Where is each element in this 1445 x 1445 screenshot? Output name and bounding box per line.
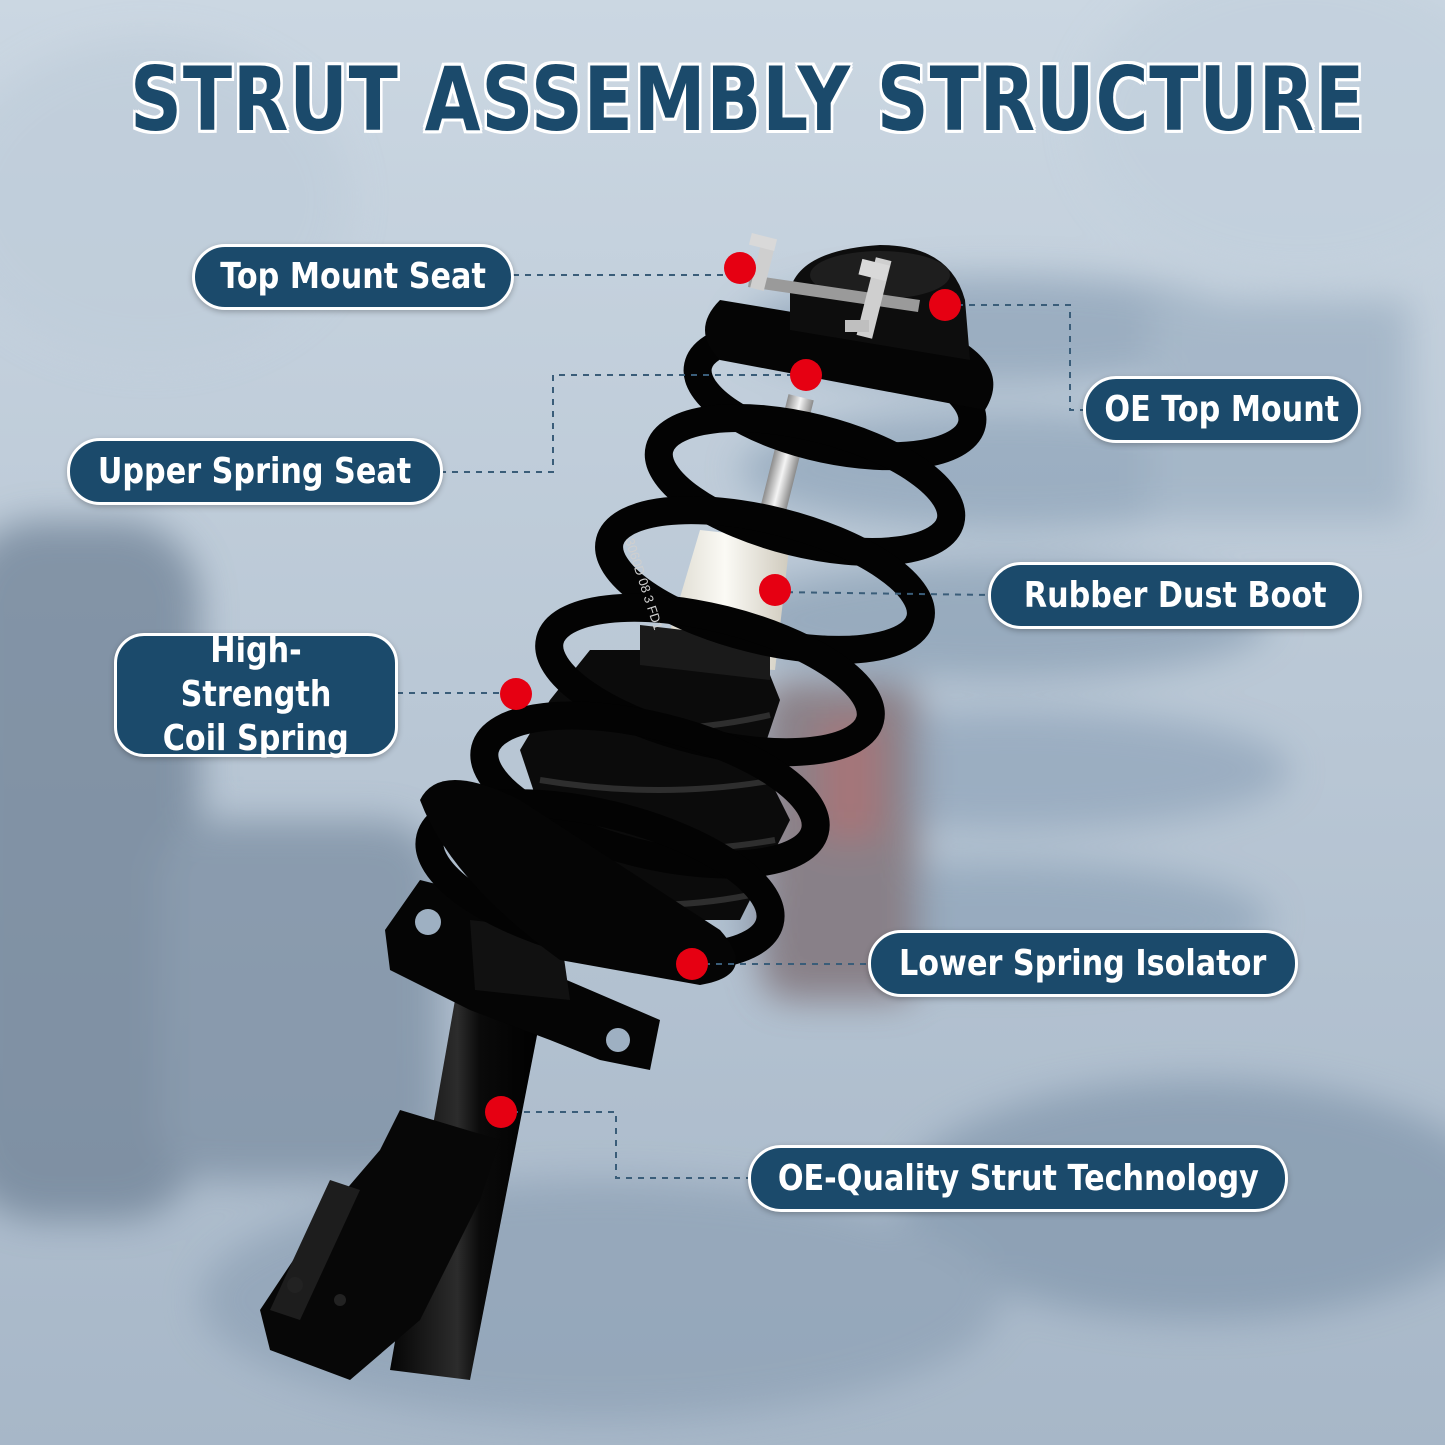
label-top-mount-seat: Top Mount Seat: [192, 244, 514, 310]
label-oe-top-mount: OE Top Mount: [1083, 376, 1361, 443]
label-text: Top Mount Seat: [220, 256, 486, 297]
label-text-line1: High-Strength: [180, 630, 332, 715]
label-text: Upper Spring Seat: [98, 450, 412, 492]
label-rubber-dust-boot: Rubber Dust Boot: [988, 562, 1362, 629]
label-text: OE-Quality Strut Technology: [777, 1157, 1259, 1199]
label-strut-technology: OE-Quality Strut Technology: [748, 1145, 1288, 1212]
page-title: STRUT ASSEMBLY STRUCTURE: [130, 48, 1366, 151]
label-text: Lower Spring Isolator: [899, 942, 1267, 984]
label-text: Rubber Dust Boot: [1023, 574, 1327, 616]
label-coil-spring: High-Strength Coil Spring: [114, 630, 398, 759]
label-text: OE Top Mount: [1104, 388, 1340, 430]
label-text-line2: Coil Spring: [162, 718, 350, 759]
label-lower-spring-isolator: Lower Spring Isolator: [868, 930, 1298, 997]
label-upper-spring-seat: Upper Spring Seat: [67, 438, 443, 505]
